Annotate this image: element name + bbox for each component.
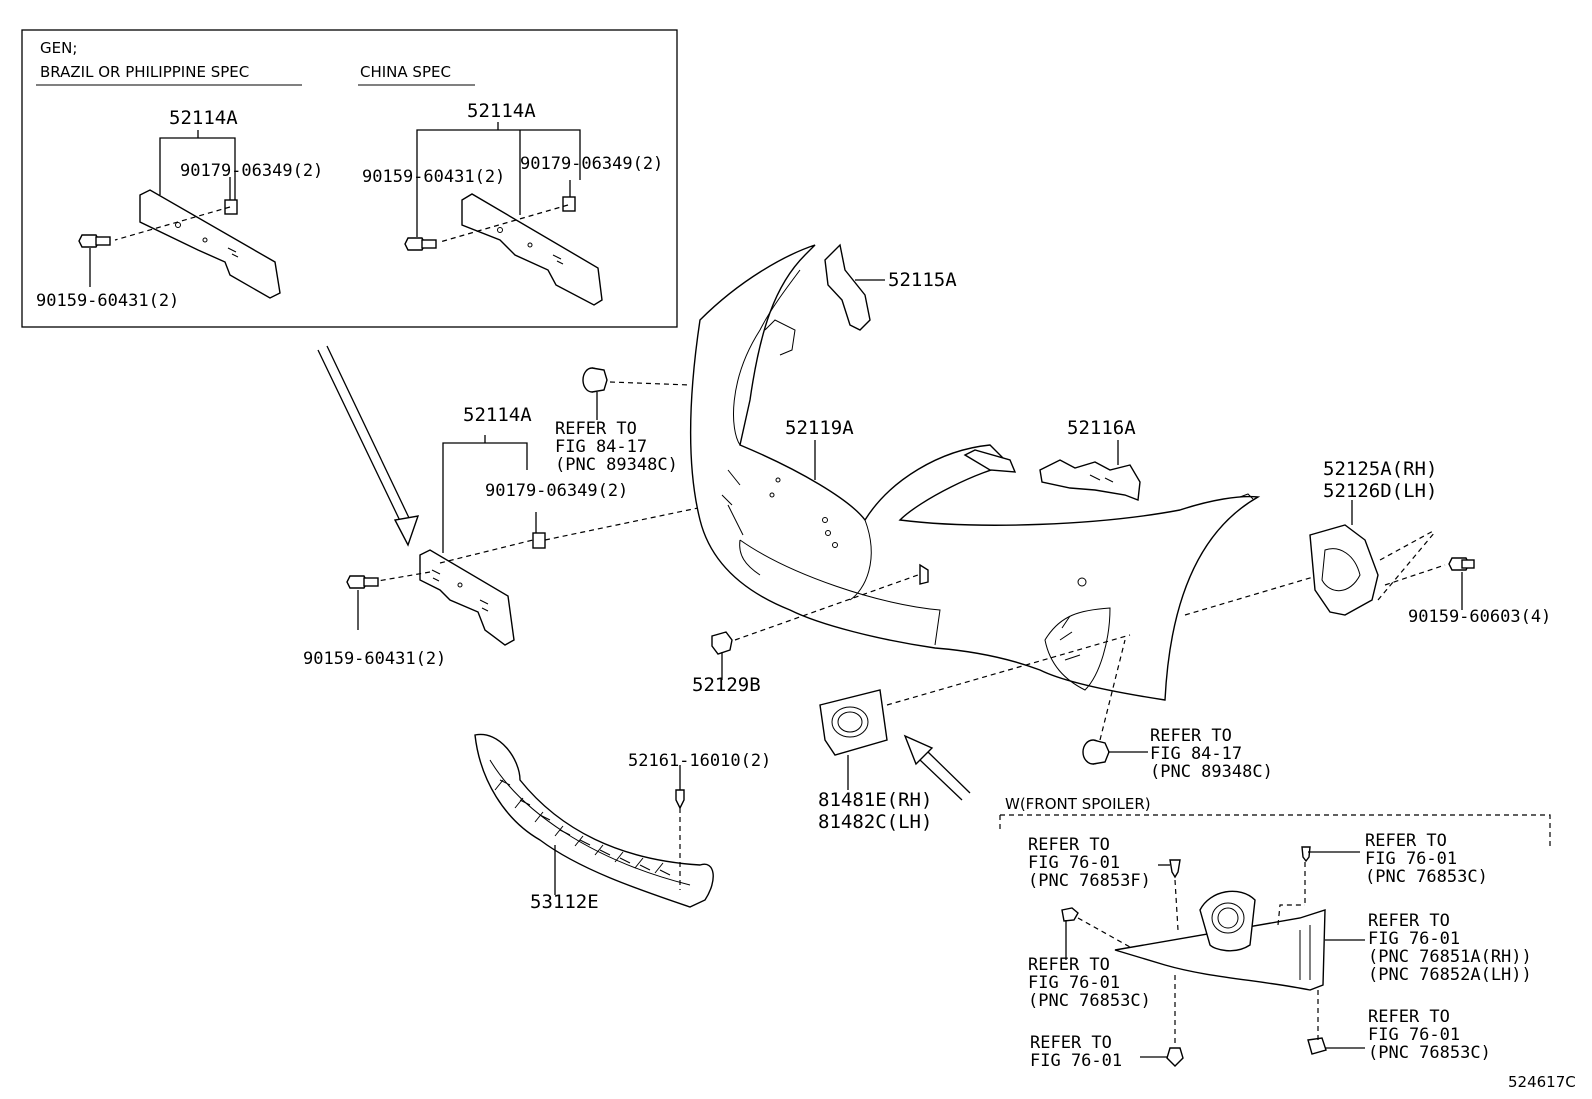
- inset-left-assembly-label: 52114A: [169, 107, 238, 129]
- inset-china-label: CHINA SPEC: [360, 63, 451, 81]
- bracket-assembly-label: 52114A: [463, 404, 532, 426]
- front-spoiler-title: W(FRONT SPOILER): [1005, 795, 1151, 813]
- fog-cover-arrow: [903, 734, 971, 801]
- spoiler-ref-76853f-line2: FIG 76-01: [1028, 853, 1121, 873]
- lower-grille-label: 53112E: [530, 891, 599, 913]
- spoiler-ref-left-clip: REFER TO FIG 76-01 (PNC 76853C): [1028, 956, 1151, 1010]
- spoiler-ref-bottom-right-line2: FIG 76-01: [1368, 1025, 1461, 1045]
- spec-inset-frame: [21, 29, 678, 328]
- fog-cover-rh-label: 81481E(RH): [818, 789, 933, 811]
- inset-gen-label: GEN;: [40, 39, 78, 57]
- lower-grommet-reference: REFER TO FIG 84-17 (PNC 89348C): [1150, 727, 1273, 781]
- inset-right-bracket-drawing: [404, 122, 603, 306]
- inset-right-nut-label: 90179-06349(2): [520, 154, 664, 174]
- front-spoiler-box: [999, 814, 1551, 848]
- upper-grommet-reference: REFER TO FIG 84-17 (PNC 89348C): [555, 420, 678, 474]
- side-bolt-label: 90159-60603(4): [1408, 607, 1552, 627]
- spoiler-ref-spoiler-line2: FIG 76-01: [1368, 929, 1461, 949]
- grille-clip-label: 52161-16010(2): [628, 751, 772, 771]
- spoiler-ref-left-clip-line1: REFER TO: [1028, 955, 1110, 975]
- lower-grommet-ref-line1: REFER TO: [1150, 726, 1232, 746]
- upper-grommet-ref-line1: REFER TO: [555, 419, 637, 439]
- spoiler-ref-left-clip-line3: (PNC 76853C): [1028, 991, 1151, 1011]
- inset-left-bolt-label: 90159-60431(2): [36, 291, 180, 311]
- lower-grommet-ref-line3: (PNC 89348C): [1150, 762, 1273, 782]
- spoiler-ref-bottom-left-line1: REFER TO: [1030, 1033, 1112, 1053]
- fog-cover-drawing: [819, 634, 1131, 790]
- tow-hook-cover-drawing: [711, 563, 929, 680]
- spoiler-ref-top-right-line2: FIG 76-01: [1365, 849, 1458, 869]
- tow-hook-cover-label: 52129B: [692, 674, 761, 696]
- upper-center-bracket-drawing: [814, 440, 1017, 480]
- side-retainer-rh-label: 52125A(RH): [1323, 458, 1438, 480]
- spoiler-ref-bottom-right-line3: (PNC 76853C): [1368, 1043, 1491, 1063]
- retainer-52115a-drawing: [824, 243, 885, 331]
- bumper-cover-drawing: [689, 244, 1321, 701]
- side-retainer-lh-label: 52126D(LH): [1323, 480, 1438, 502]
- retainer-52116a-drawing: [1039, 440, 1141, 501]
- retainer-center-label: 52116A: [1067, 417, 1136, 439]
- spoiler-ref-76853f: REFER TO FIG 76-01 (PNC 76853F): [1028, 836, 1151, 890]
- spoiler-ref-top-right-line1: REFER TO: [1365, 831, 1447, 851]
- spoiler-ref-bottom-left-line2: FIG 76-01: [1030, 1051, 1123, 1071]
- bracket-bolt-label: 90159-60431(2): [303, 649, 447, 669]
- lower-grille-drawing: [474, 733, 714, 908]
- upper-grommet-ref-line3: (PNC 89348C): [555, 455, 678, 475]
- bumper-cover-label: 52119A: [785, 417, 854, 439]
- inset-brazil-label: BRAZIL OR PHILIPPINE SPEC: [40, 63, 250, 81]
- spoiler-ref-top-right-line3: (PNC 76853C): [1365, 867, 1488, 887]
- main-bracket-drawing: [346, 435, 761, 646]
- upper-grommet-ref-line2: FIG 84-17: [555, 437, 648, 457]
- upper-grommet-drawing: [582, 367, 691, 420]
- spoiler-ref-spoiler: REFER TO FIG 76-01 (PNC 76851A(RH)) (PNC…: [1368, 912, 1532, 984]
- inset-left-bracket-drawing: [78, 130, 281, 299]
- spoiler-ref-spoiler-line1: REFER TO: [1368, 911, 1450, 931]
- fog-cover-lh-label: 81482C(LH): [818, 811, 933, 833]
- spoiler-ref-spoiler-line4: (PNC 76852A(LH)): [1368, 965, 1532, 985]
- retainer-upper-label: 52115A: [888, 269, 957, 291]
- spoiler-ref-76853f-line3: (PNC 76853F): [1028, 871, 1151, 891]
- side-retainer-drawing: [1309, 500, 1475, 616]
- spoiler-ref-left-clip-line2: FIG 76-01: [1028, 973, 1121, 993]
- spoiler-ref-spoiler-line3: (PNC 76851A(RH)): [1368, 947, 1532, 967]
- inset-left-nut-label: 90179-06349(2): [180, 161, 324, 181]
- spoiler-ref-76853f-line1: REFER TO: [1028, 835, 1110, 855]
- inset-right-bolt-label: 90159-60431(2): [362, 167, 506, 187]
- figure-id: 524617C: [1508, 1073, 1576, 1091]
- spoiler-ref-bottom-right-line1: REFER TO: [1368, 1007, 1450, 1027]
- bracket-nut-label: 90179-06349(2): [485, 481, 629, 501]
- spoiler-ref-bottom-left: REFER TO FIG 76-01: [1030, 1034, 1122, 1070]
- inset-arrow: [317, 345, 420, 547]
- spoiler-ref-bottom-right: REFER TO FIG 76-01 (PNC 76853C): [1368, 1008, 1491, 1062]
- lower-grommet-ref-line2: FIG 84-17: [1150, 744, 1243, 764]
- front-spoiler-drawing: [1061, 846, 1365, 1067]
- inset-right-assembly-label: 52114A: [467, 100, 536, 122]
- spoiler-ref-top-right: REFER TO FIG 76-01 (PNC 76853C): [1365, 832, 1488, 886]
- lower-grommet-drawing: [1082, 639, 1148, 765]
